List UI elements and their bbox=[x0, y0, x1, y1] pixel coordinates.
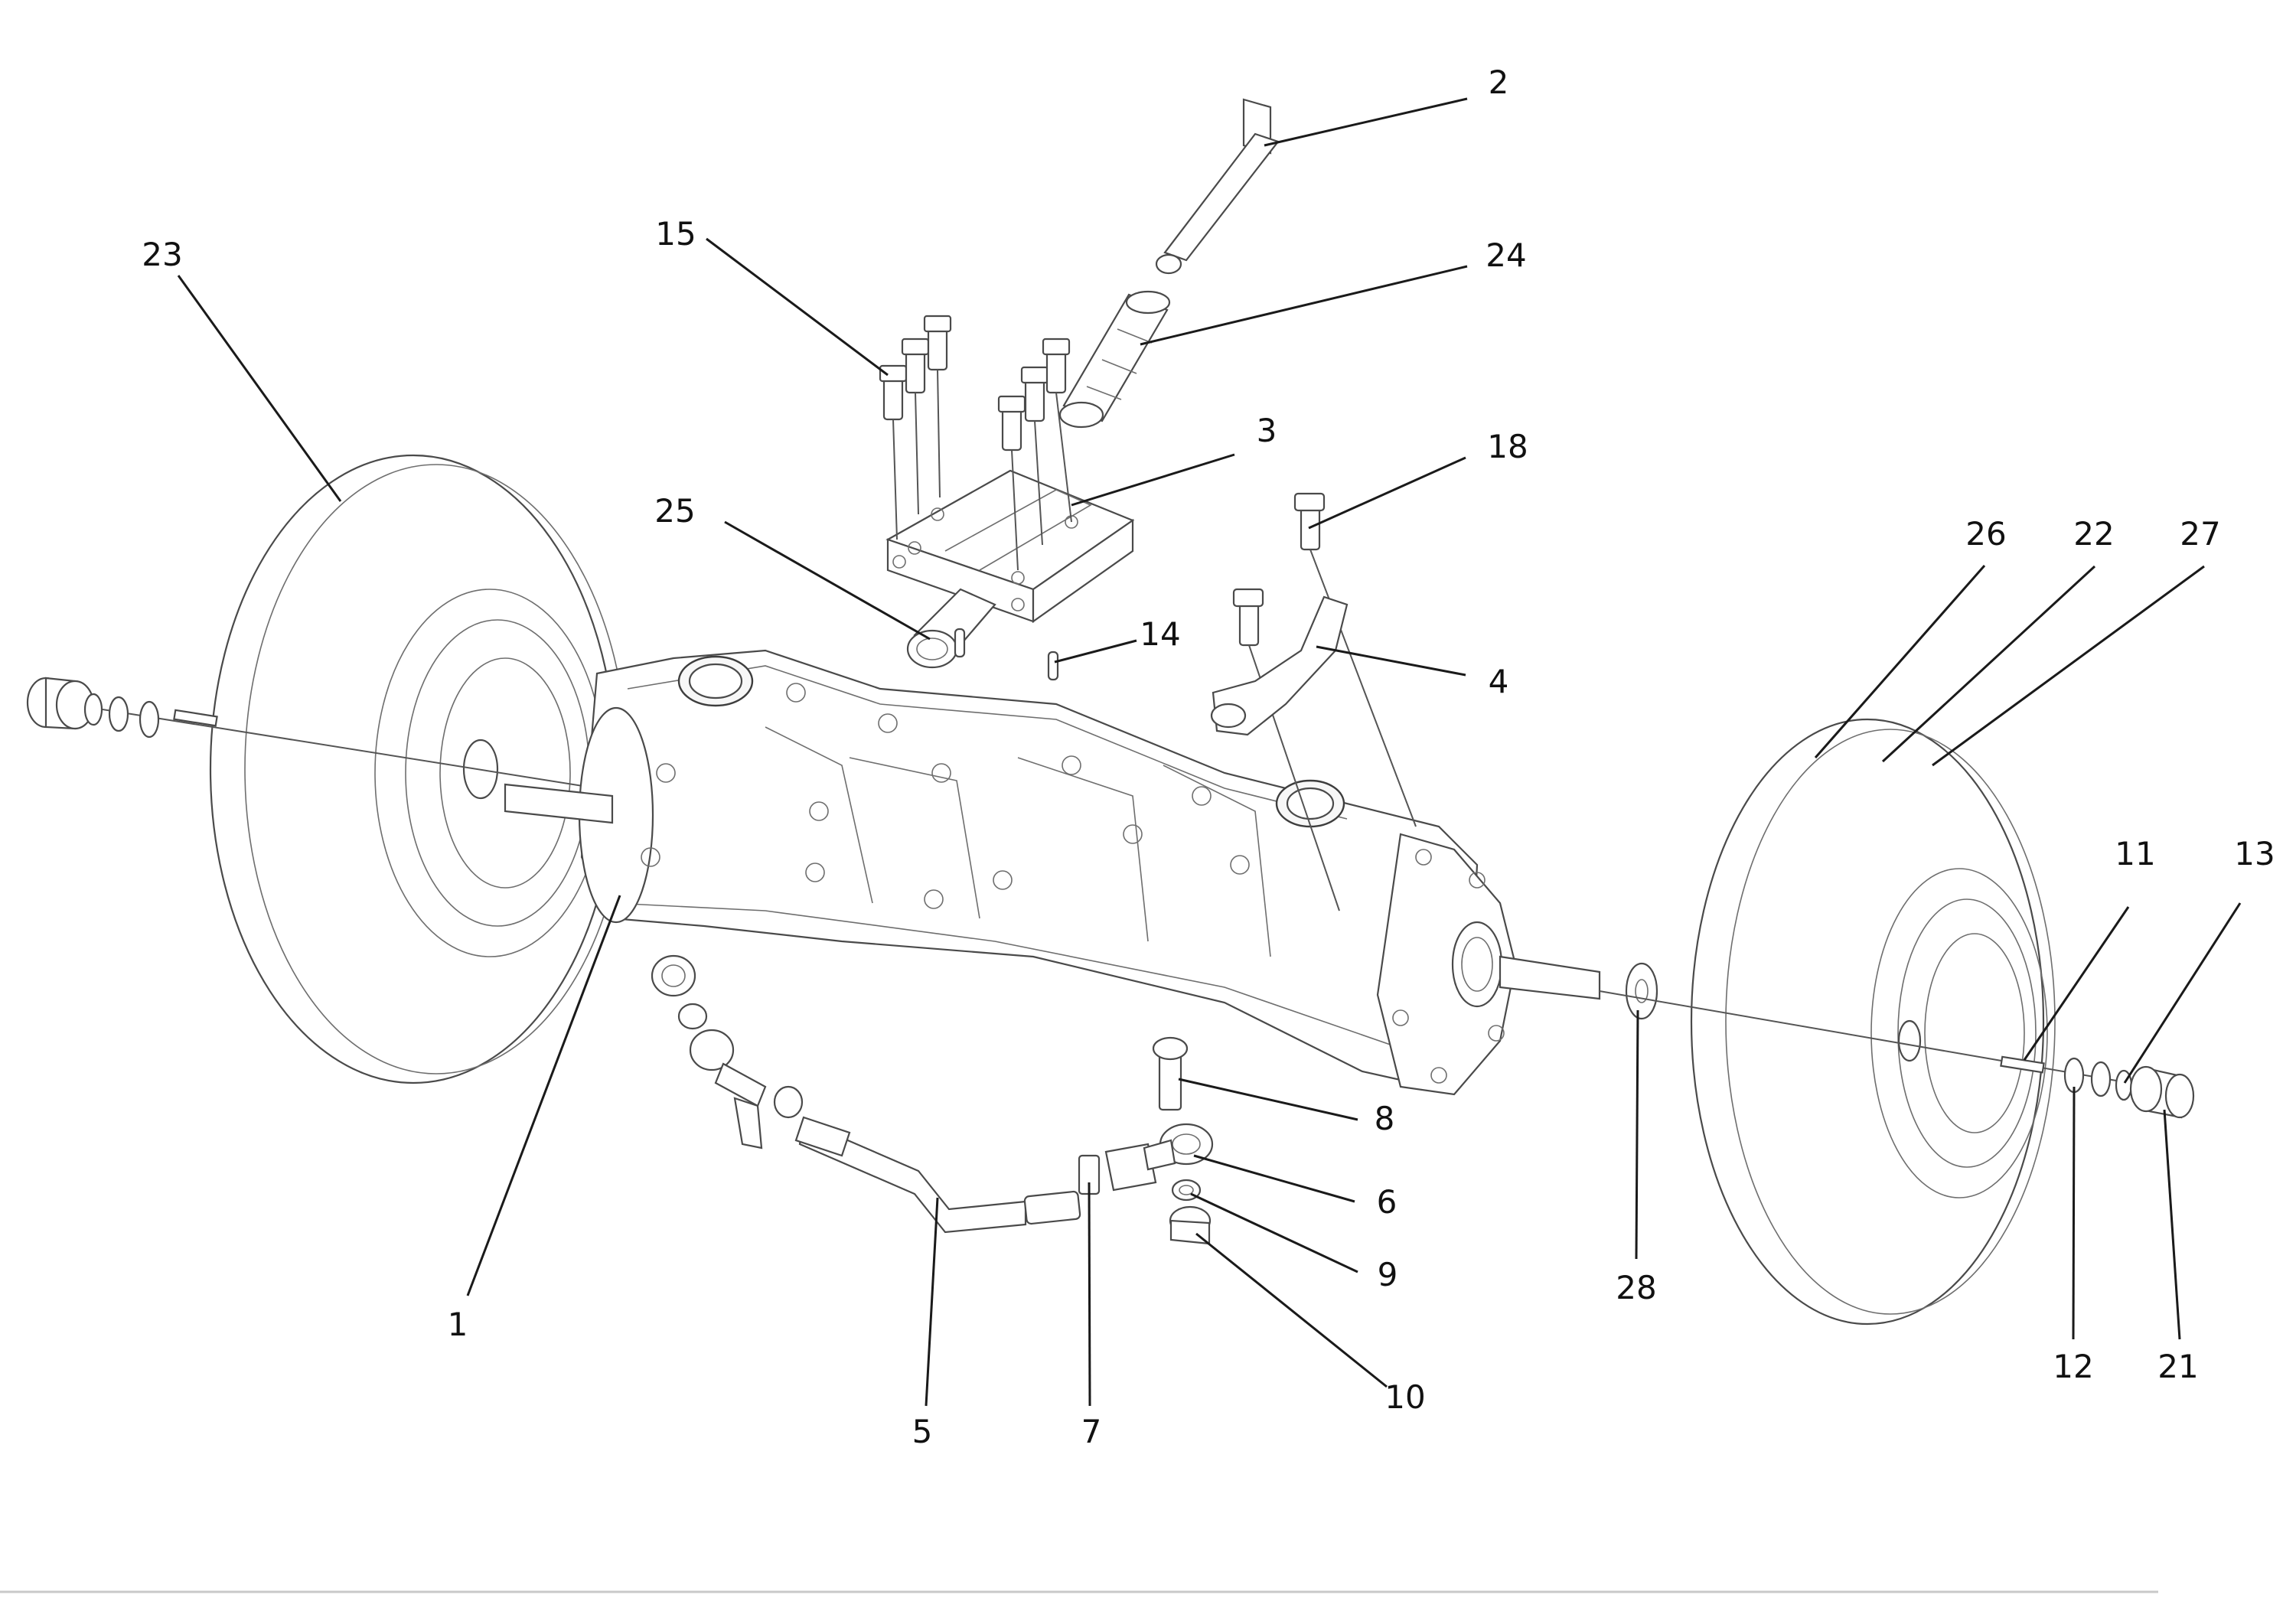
leader-14 bbox=[1054, 639, 1137, 664]
right-axle-hardware bbox=[1599, 990, 2195, 1119]
leader-28 bbox=[1635, 1009, 1639, 1260]
callout-8: 8 bbox=[1375, 1100, 1395, 1137]
callout-12: 12 bbox=[2053, 1348, 2093, 1385]
callout-labels: 1 2 3 4 5 6 7 8 9 10 11 12 13 14 15 18 2… bbox=[142, 64, 2275, 1450]
callout-4: 4 bbox=[1489, 663, 1509, 700]
callout-26: 26 bbox=[1965, 515, 2006, 553]
bracket bbox=[1210, 595, 1349, 736]
leader-15 bbox=[706, 237, 889, 377]
leader-6 bbox=[1193, 1154, 1355, 1203]
leader-10 bbox=[1195, 1232, 1388, 1388]
pivot-pin bbox=[1155, 98, 1280, 275]
tie-rod bbox=[794, 1116, 1081, 1234]
leader-9 bbox=[1190, 1192, 1358, 1273]
callout-10: 10 bbox=[1384, 1378, 1425, 1416]
leader-27 bbox=[1932, 565, 2205, 767]
leader-12 bbox=[2072, 1086, 2076, 1340]
callout-15: 15 bbox=[655, 215, 696, 253]
dowel-pins bbox=[954, 628, 1059, 681]
mount-plate bbox=[885, 469, 1135, 624]
callout-14: 14 bbox=[1140, 615, 1180, 653]
rod-end-right bbox=[1143, 1123, 1214, 1171]
leader-5 bbox=[925, 1197, 939, 1407]
leader-25 bbox=[724, 520, 931, 641]
bushing-sleeve bbox=[1058, 290, 1171, 429]
leader-1 bbox=[466, 895, 621, 1296]
leader-2 bbox=[1264, 97, 1468, 147]
callout-6: 6 bbox=[1377, 1183, 1397, 1221]
callout-27: 27 bbox=[2180, 515, 2220, 553]
leader-8 bbox=[1178, 1078, 1358, 1121]
callout-21: 21 bbox=[2157, 1348, 2198, 1385]
callout-23: 23 bbox=[142, 236, 182, 273]
leader-13 bbox=[2123, 902, 2242, 1084]
mounting-bolts bbox=[879, 315, 1072, 571]
nut-10 bbox=[1169, 1205, 1212, 1245]
left-axle-hardware bbox=[26, 677, 598, 789]
right-wheel bbox=[1690, 718, 2056, 1326]
leader-3 bbox=[1071, 453, 1235, 507]
leader-lines bbox=[177, 97, 2242, 1407]
callout-22: 22 bbox=[2073, 515, 2114, 553]
leader-22 bbox=[1881, 565, 2096, 763]
transaxle-housing bbox=[504, 649, 1601, 1096]
callout-3: 3 bbox=[1257, 412, 1277, 449]
bolt-8 bbox=[1152, 1036, 1189, 1111]
left-wheel bbox=[209, 454, 628, 1084]
callout-1: 1 bbox=[448, 1306, 468, 1343]
washer-28 bbox=[1625, 962, 1658, 1020]
leader-7 bbox=[1088, 1182, 1091, 1407]
pivot-tube bbox=[906, 588, 996, 669]
leader-24 bbox=[1140, 265, 1468, 346]
callout-13: 13 bbox=[2234, 835, 2275, 872]
callout-25: 25 bbox=[654, 492, 695, 530]
leader-21 bbox=[2163, 1109, 2181, 1340]
callout-24: 24 bbox=[1486, 236, 1526, 274]
leader-23 bbox=[177, 275, 342, 502]
leader-18 bbox=[1308, 456, 1466, 530]
callout-2: 2 bbox=[1489, 64, 1509, 101]
callout-11: 11 bbox=[2115, 835, 2155, 872]
leader-26 bbox=[1814, 565, 1986, 758]
leader-4 bbox=[1316, 645, 1466, 677]
callout-7: 7 bbox=[1081, 1413, 1102, 1450]
callout-28: 28 bbox=[1616, 1269, 1656, 1306]
callout-9: 9 bbox=[1378, 1256, 1398, 1293]
adjust-sleeve bbox=[1078, 1143, 1157, 1195]
callout-5: 5 bbox=[912, 1413, 933, 1450]
callout-18: 18 bbox=[1487, 428, 1528, 465]
leader-11 bbox=[2023, 906, 2130, 1061]
rod-end-left bbox=[651, 954, 804, 1150]
